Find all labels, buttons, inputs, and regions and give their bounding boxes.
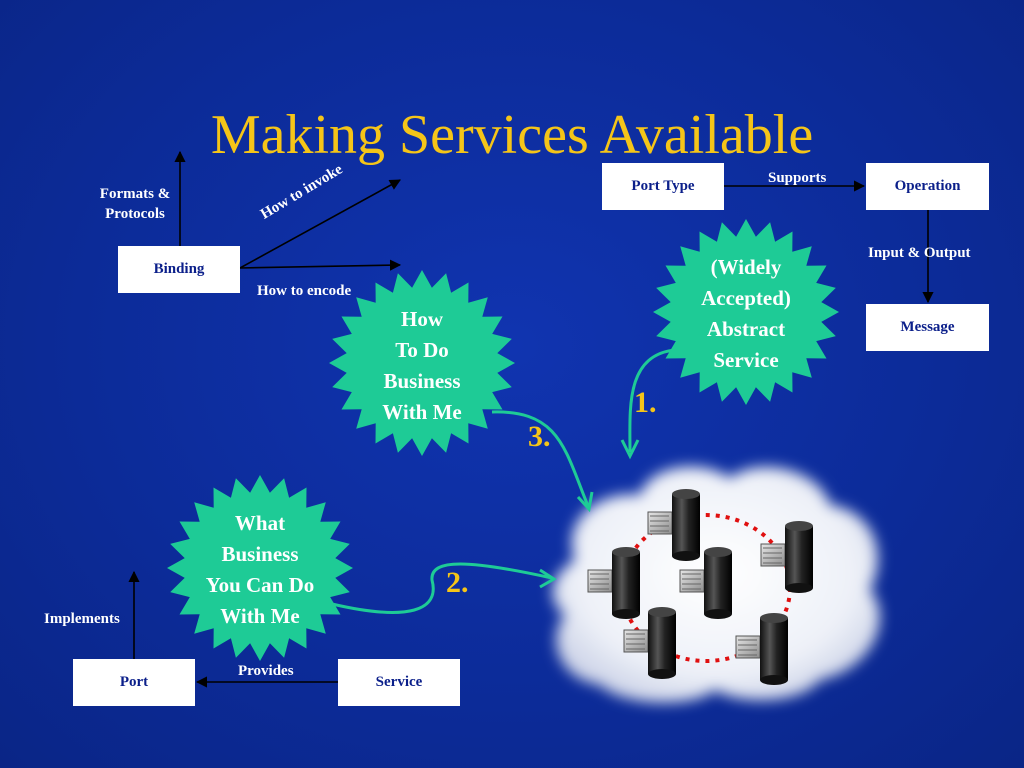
burst-line: Business	[383, 369, 461, 393]
how-to-do-business-text: How To Do Business With Me	[352, 304, 492, 428]
burst-line: Accepted)	[701, 286, 791, 310]
widely-accepted-text: (Widely Accepted) Abstract Service	[672, 252, 820, 376]
input-output-label: Input & Output	[868, 245, 971, 261]
what-business-text: What Business You Can Do With Me	[185, 508, 335, 632]
how-to-encode-arrow	[239, 259, 402, 271]
server-icon	[587, 547, 640, 619]
burst-line: To Do	[395, 338, 449, 362]
supports-label: Supports	[768, 170, 827, 186]
burst-line: Business	[221, 542, 299, 566]
how-to-invoke-arrow	[239, 179, 401, 269]
binding-box: Binding	[118, 246, 240, 293]
provides-label: Provides	[238, 663, 294, 679]
burst-line: Abstract	[706, 317, 786, 341]
burst-line: (Widely	[710, 255, 782, 279]
implements-label: Implements	[44, 611, 120, 627]
server-icon	[647, 489, 700, 561]
page-title: Making Services Available	[210, 104, 814, 166]
service-box: Service	[338, 659, 460, 706]
connector-2	[331, 562, 553, 614]
step-number-3: 3.	[528, 420, 551, 453]
burst-what-business	[167, 475, 353, 661]
server-icon	[679, 547, 732, 619]
message-box: Message	[866, 304, 989, 351]
step-number-1: 1.	[634, 386, 657, 419]
operation-box: Operation	[866, 163, 989, 210]
step-number-2: 2.	[446, 566, 469, 599]
server-icon	[735, 613, 788, 685]
formats-label-line1: Formats &	[99, 186, 171, 202]
burst-line: What	[234, 511, 286, 535]
server-icon	[623, 607, 676, 679]
burst-line: You Can Do	[205, 573, 315, 597]
burst-line: With Me	[220, 604, 300, 628]
burst-widely-accepted	[653, 219, 839, 405]
connector-1	[628, 348, 676, 453]
burst-how-to-do-business	[329, 270, 515, 456]
port-type-box: Port Type	[602, 163, 724, 210]
burst-line: Service	[713, 348, 779, 372]
burst-line: With Me	[382, 400, 462, 424]
how-to-encode-label: How to encode	[257, 283, 352, 299]
server-icon	[760, 521, 813, 593]
burst-line: How	[401, 307, 443, 331]
formats-protocols-label: Formats & Protocols	[80, 186, 190, 223]
port-box: Port	[73, 659, 195, 706]
connector-3-head	[576, 491, 594, 513]
server-cluster	[587, 489, 813, 685]
connector-2-head	[539, 568, 557, 589]
formats-label-line2: Protocols	[105, 206, 165, 222]
connector-3	[491, 410, 590, 507]
connector-1-head	[620, 439, 640, 460]
